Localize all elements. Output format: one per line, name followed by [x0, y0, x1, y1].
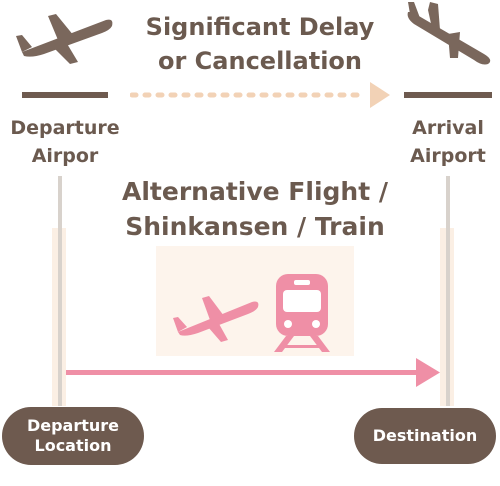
- departure-location-line2: Location: [34, 436, 112, 455]
- destination-badge: Destination: [354, 408, 496, 464]
- alternative-route-arrow: [66, 358, 440, 387]
- alternative-title: Alternative Flight / Shinkansen / Train: [100, 174, 410, 244]
- takeoff-plane-icon: [16, 14, 113, 64]
- plane-icon: [173, 296, 259, 342]
- arrival-connector: [446, 176, 450, 406]
- arrival-airport-label: Arrival Airport: [396, 114, 500, 170]
- dotted-route-arrow: [130, 82, 390, 108]
- departure-airport-line2: Airpor: [31, 145, 99, 167]
- destination-label: Destination: [372, 426, 478, 445]
- alternative-title-line1: Alternative Flight /: [122, 177, 388, 206]
- arrival-airport-line1: Arrival: [412, 117, 484, 139]
- departure-connector: [58, 176, 62, 406]
- departure-airport-label: Departure Airpor: [0, 114, 130, 170]
- departure-airport-line1: Departure: [10, 117, 120, 139]
- arrival-bar: [404, 92, 492, 98]
- departure-location-badge: Departure Location: [2, 407, 144, 465]
- delay-title: Significant Delay or Cancellation: [120, 10, 400, 78]
- alternative-title-line2: Shinkansen / Train: [125, 212, 385, 241]
- arrival-airport-line2: Airport: [410, 145, 486, 167]
- departure-bar: [22, 92, 108, 98]
- delay-title-line1: Significant Delay: [145, 13, 375, 41]
- delay-title-line2: or Cancellation: [158, 47, 362, 75]
- train-icon: [274, 274, 330, 352]
- landing-plane-icon: [407, 2, 491, 65]
- departure-location-line1: Departure: [26, 416, 120, 435]
